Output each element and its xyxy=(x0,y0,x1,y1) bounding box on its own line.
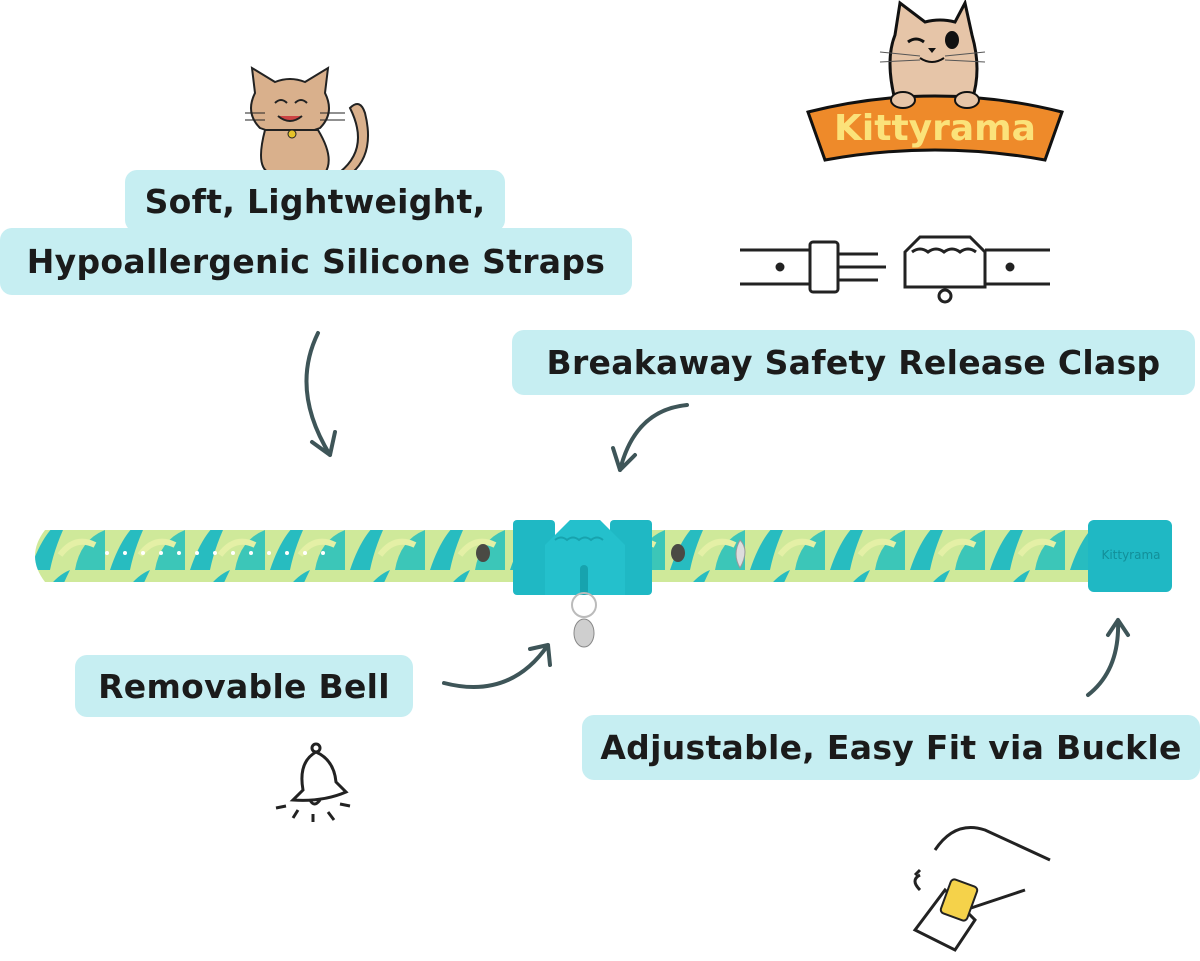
feature-label-bell: Removable Bell xyxy=(75,655,413,717)
arrow-to-buckle-icon xyxy=(1086,618,1130,697)
logo-cat-icon xyxy=(806,0,1064,162)
arrow-to-clasp-icon xyxy=(611,403,689,472)
feature-label-straps-line1: Soft, Lightweight, xyxy=(125,170,505,232)
collar-product-image: Kittyrama xyxy=(25,515,1180,650)
kittyrama-logo: Kittyrama xyxy=(800,0,1070,170)
cat-illustration-icon xyxy=(245,66,369,175)
collar-strap-icon xyxy=(35,520,1172,648)
breakaway-clasp-sketch-icon xyxy=(740,235,1050,304)
feature-label-clasp: Breakaway Safety Release Clasp xyxy=(512,330,1195,395)
bell-sketch-icon xyxy=(275,742,351,822)
hand-adjusting-buckle-sketch-icon xyxy=(912,826,1051,952)
buckle-brand-text: Kittyrama xyxy=(1101,548,1161,562)
arrow-to-strap-icon xyxy=(304,331,337,457)
feature-label-buckle: Adjustable, Easy Fit via Buckle xyxy=(582,715,1200,780)
logo-text: Kittyrama xyxy=(834,108,1036,149)
feature-label-straps-line2: Hypoallergenic Silicone Straps xyxy=(0,228,632,295)
arrow-to-bell-icon xyxy=(442,643,552,689)
